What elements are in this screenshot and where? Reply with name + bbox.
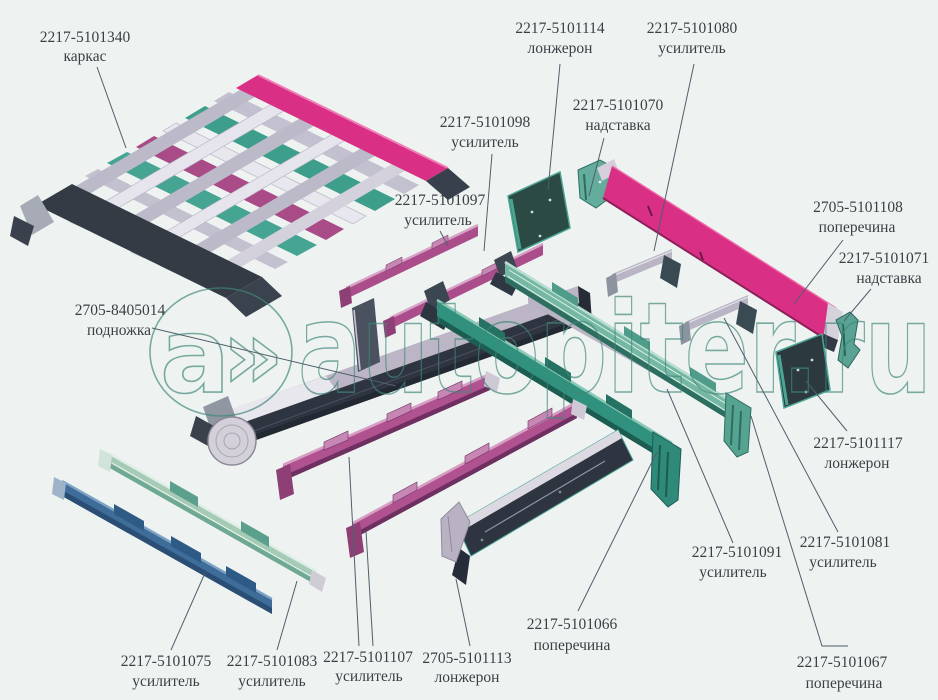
leader-5101083 [276, 580, 298, 651]
leader-5101097 [439, 230, 449, 247]
label-5101108-name: поперечина [819, 219, 896, 236]
label-5101107-number: 2217-5101107 [323, 649, 413, 666]
label-5101070-name: надставка [585, 117, 650, 134]
leader-5101091 [666, 388, 734, 544]
label-5101070-number: 2217-5101070 [573, 97, 664, 114]
label-5101081-name: усилитель [809, 554, 876, 571]
leader-karkas [96, 66, 127, 149]
label-5101066-name: поперечина [534, 637, 611, 654]
leader-8405014 [151, 327, 397, 387]
leader-5101067 [750, 415, 848, 647]
part-usilitel-2217-5101081 [679, 295, 757, 345]
label-5101108-number: 2705-5101108 [813, 199, 903, 216]
leader-5101107-a [348, 456, 360, 647]
label-5101066-number: 2217-5101066 [527, 616, 618, 633]
label-5101114-number: 2217-5101114 [515, 20, 605, 37]
leader-5101117 [805, 380, 848, 432]
callout-labels: 2217-5101340 каркас 2217-5101114 лонжеро… [40, 20, 929, 692]
leader-5101098 [483, 153, 493, 252]
leader-5101071 [843, 288, 872, 322]
label-karkas-number: 2217-5101340 [40, 29, 131, 46]
label-5101114-name: лонжерон [528, 40, 593, 57]
leader-lines [96, 63, 872, 651]
label-5101091-name: усилитель [699, 564, 766, 581]
part-nadstavka-2217-5101071 [835, 311, 861, 369]
watermark-logo-a: a [160, 295, 230, 417]
label-5101075-name: усилитель [132, 673, 199, 690]
label-5101098-number: 2217-5101098 [440, 114, 531, 131]
label-5101097-number: 2217-5101097 [395, 192, 486, 209]
label-5101117-name: лонжерон [825, 455, 890, 472]
label-5101091-number: 2217-5101091 [692, 544, 782, 561]
label-5101107-name: усилитель [335, 668, 402, 685]
label-5101097-name: усилитель [404, 212, 471, 229]
label-8405014-name: подножка [87, 322, 151, 339]
label-5101067-number: 2217-5101067 [797, 654, 888, 671]
part-longeron-2217-5101114 [507, 170, 571, 254]
part-usilitel-2217-5101083 [98, 449, 326, 592]
watermark-autopiter: a » autopiter.ru [149, 274, 933, 423]
label-5101080-name: усилитель [658, 40, 725, 57]
label-5101071-name: надставка [856, 270, 921, 287]
part-poperechina-2217-5101067 [490, 251, 752, 458]
label-5101080-number: 2217-5101080 [647, 20, 738, 37]
part-longeron-2217-5101117 [775, 332, 831, 410]
label-5101113-number: 2705-5101113 [422, 650, 512, 667]
watermark-text: autopiter.ru [298, 275, 932, 422]
leader-5101070 [588, 137, 605, 197]
label-5101098-name: усилитель [451, 134, 518, 151]
label-5101117-number: 2217-5101117 [813, 435, 903, 452]
label-5101083-number: 2217-5101083 [227, 653, 318, 670]
label-5101083-name: усилитель [238, 673, 305, 690]
leader-5101107-b [365, 530, 374, 647]
leader-5101075 [170, 572, 206, 651]
part-usilitel-2217-5101107 [276, 371, 587, 558]
label-5101071-number: 2217-5101071 [839, 250, 929, 267]
leader-5101113 [455, 578, 471, 647]
label-8405014-number: 2705-8405014 [75, 302, 166, 319]
label-karkas-name: каркас [64, 48, 107, 65]
watermark-logo-chevron: » [222, 299, 284, 411]
label-5101081-number: 2217-5101081 [800, 534, 890, 551]
leader-5101108 [793, 239, 844, 305]
leader-5101066 [577, 451, 658, 612]
label-5101067-name: поперечина [806, 675, 883, 692]
part-usilitel-2217-5101075 [52, 477, 273, 614]
leader-5101081 [723, 317, 839, 533]
label-5101075-number: 2217-5101075 [121, 653, 212, 670]
leader-5101114 [547, 63, 561, 191]
label-5101113-name: лонжерон [435, 669, 500, 686]
part-usilitel-2217-5101080 [606, 249, 681, 297]
part-poperechina-2217-5101066 [420, 281, 682, 508]
part-frame-karkas [10, 74, 470, 317]
leader-5101080 [653, 63, 695, 252]
part-longeron-2705-5101113 [440, 429, 634, 585]
